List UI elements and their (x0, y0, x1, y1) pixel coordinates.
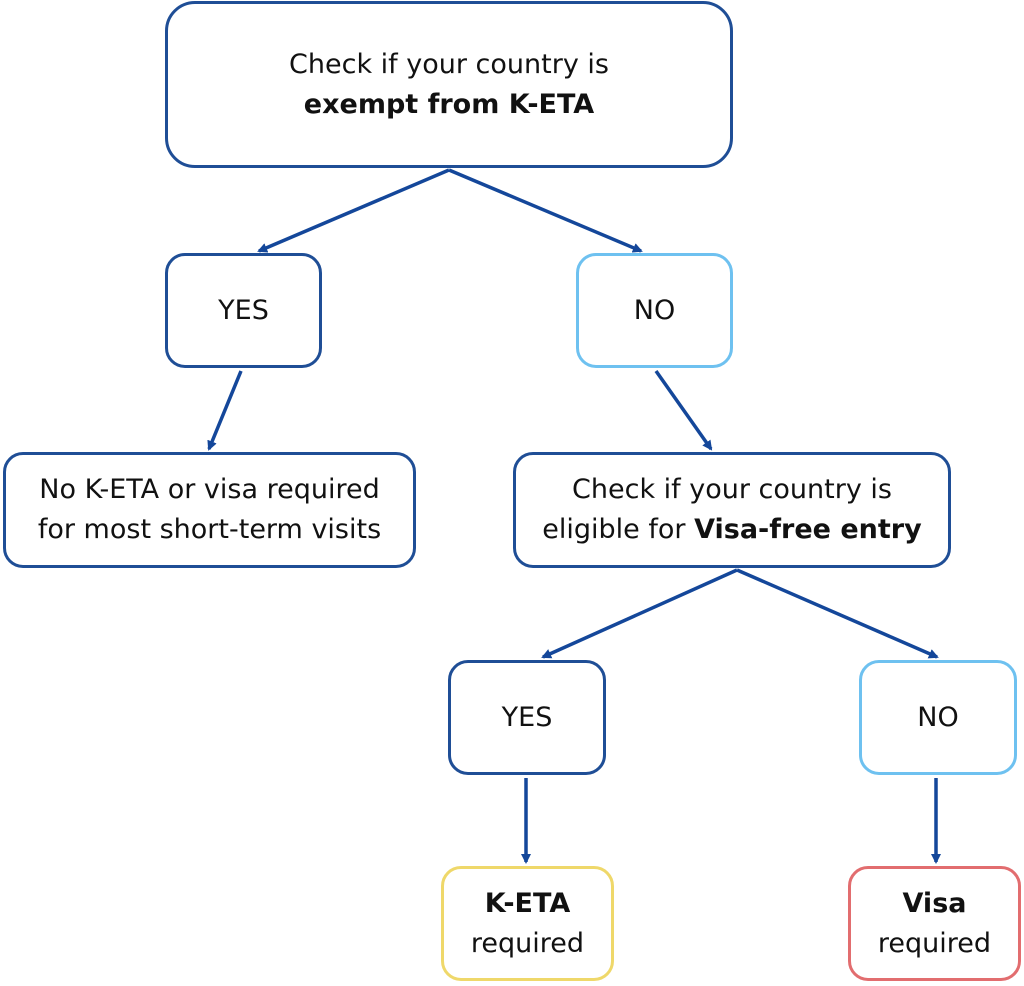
no-visafree-label: NO (917, 701, 959, 733)
arrow-visafree-to-no (736, 568, 939, 659)
visa-required-bold: Visa (902, 887, 967, 919)
exempt-check-box: Check if your country is exempt from K-E… (165, 1, 733, 168)
no-keta-line1: No K-ETA or visa required (39, 474, 380, 505)
no-visafree-box: NO (859, 660, 1017, 775)
visafree-check-box: Check if your country is eligible for Vi… (513, 452, 951, 568)
visa-required-line2: required (877, 927, 992, 959)
no-exempt-label: NO (633, 294, 676, 326)
keta-required-box: K-ETA required (441, 866, 614, 981)
keta-required-line2: required (470, 927, 585, 959)
arrow-yes-to-no-keta (207, 370, 243, 451)
yes-visafree-label: YES (501, 701, 553, 733)
arrow-visafree-to-yes (541, 568, 738, 659)
visafree-check-line1: Check if your country is (572, 474, 892, 505)
no-keta-result-box: No K-ETA or visa required for most short… (3, 452, 416, 568)
exempt-check-line1: Check if your country is (289, 48, 609, 80)
keta-required-bold: K-ETA (484, 887, 571, 919)
visa-required-box: Visa required (848, 866, 1021, 981)
yes-visafree-box: YES (448, 660, 606, 775)
visafree-check-bold: Visa-free entry (694, 514, 922, 545)
visafree-check-line2: eligible for Visa-free entry (542, 510, 921, 550)
arrow-exempt-to-yes (257, 168, 450, 253)
visafree-check-prefix: eligible for (542, 514, 695, 545)
exempt-check-bold: exempt from K-ETA (303, 88, 595, 120)
yes-exempt-box: YES (165, 253, 322, 368)
no-keta-line2: for most short-term visits (37, 514, 382, 545)
arrow-exempt-to-no (448, 168, 643, 253)
arrow-no-to-visafree (654, 369, 713, 451)
no-exempt-box: NO (576, 253, 733, 368)
yes-exempt-label: YES (218, 294, 269, 326)
